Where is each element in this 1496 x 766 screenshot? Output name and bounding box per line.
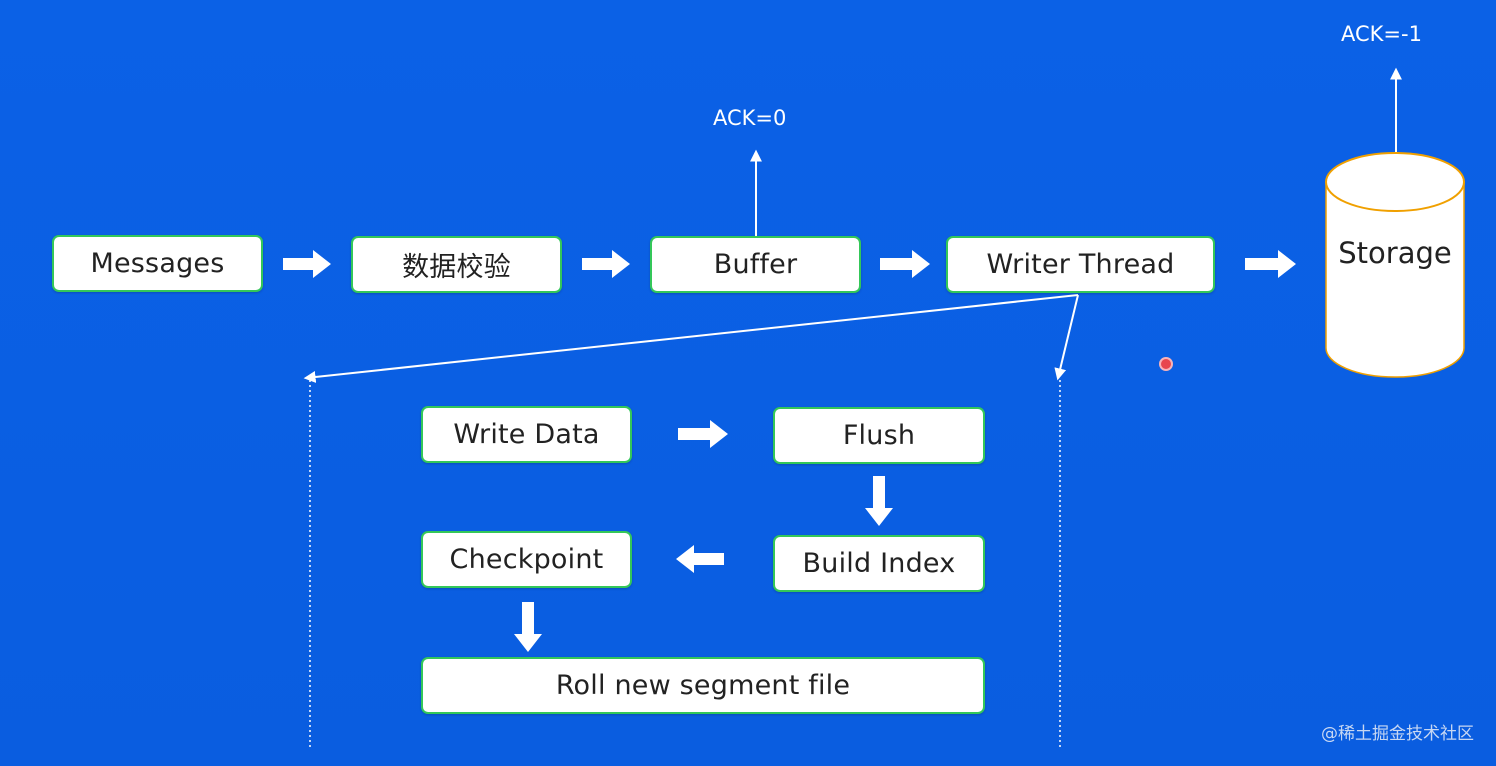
storage-label: Storage: [1338, 236, 1452, 270]
checkpoint-box: Checkpoint: [421, 531, 632, 588]
arrow-buffer-to-writer: [880, 250, 930, 278]
roll-segment-label: Roll new segment file: [555, 670, 851, 701]
validate-label: 数据校验: [402, 252, 511, 283]
ack0-label: ACK=0: [713, 106, 787, 130]
write-data-box: Write Data: [421, 406, 632, 463]
watermark: @稀土掘金技术社区: [1321, 724, 1474, 744]
messages-box: Messages: [52, 235, 263, 292]
arrow-writer-to-storage: [1245, 250, 1296, 278]
arrow-validate-to-buffer: [582, 250, 630, 278]
arrow-messages-to-validate: [283, 250, 331, 278]
pointer-marker: [1159, 357, 1173, 371]
buffer-box: Buffer: [650, 236, 861, 293]
validate-box: 数据校验: [351, 236, 562, 293]
build-index-box: Build Index: [773, 535, 985, 592]
arrow-flush-to-build-index: [865, 476, 893, 526]
messages-label: Messages: [90, 248, 225, 279]
arrow-write-to-flush: [678, 420, 728, 448]
roll-segment-box: Roll new segment file: [421, 657, 985, 714]
zoom-line-left: [303, 294, 1079, 383]
storage-cylinder: [1325, 152, 1465, 378]
flush-label: Flush: [842, 420, 916, 451]
writer-thread-label: Writer Thread: [986, 249, 1175, 280]
checkpoint-label: Checkpoint: [449, 544, 604, 575]
arrow-build-index-to-checkpoint: [676, 545, 724, 573]
writer-thread-box: Writer Thread: [946, 236, 1215, 293]
zoom-line-right: [1054, 294, 1079, 381]
build-index-label: Build Index: [802, 548, 956, 579]
ack-minus1-label: ACK=-1: [1341, 22, 1422, 46]
arrow-checkpoint-to-roll: [514, 602, 542, 652]
flush-box: Flush: [773, 407, 985, 464]
buffer-label: Buffer: [713, 249, 798, 280]
write-data-label: Write Data: [453, 419, 600, 450]
